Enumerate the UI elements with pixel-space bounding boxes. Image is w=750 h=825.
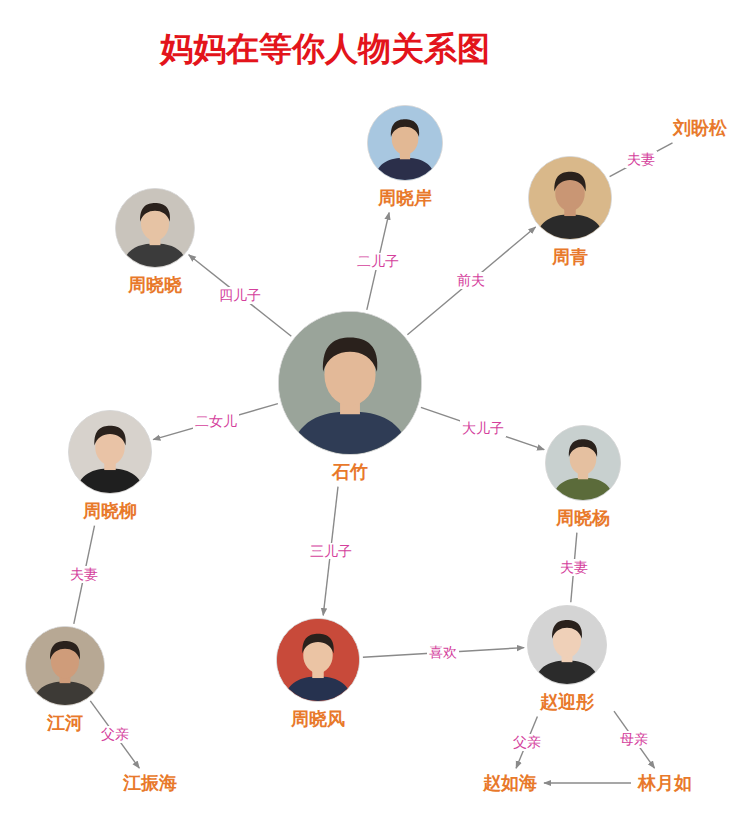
relation-label: 二女儿 [193,413,239,430]
person-name-node: 赵如海 [480,772,540,794]
portrait-ground [368,106,442,180]
person-node: 赵迎彤 [524,605,610,713]
portrait-hair [569,439,597,457]
relation-line [544,782,631,783]
relation-line [189,255,292,336]
person-name: 周青 [552,246,588,268]
person-node: 石竹 [275,311,425,483]
relation-label: 四儿子 [217,287,263,304]
portrait-circle [68,410,152,494]
portrait-ground [546,426,620,500]
relation-line [610,143,673,177]
portrait-figure [69,411,151,493]
relation-label: 前夫 [455,272,487,289]
portrait-figure [529,157,611,239]
person-name: 赵迎彤 [540,691,594,713]
person-name: 周晓晓 [128,274,182,296]
person-name: 周晓岸 [378,187,432,209]
portrait-figure [546,426,620,500]
portrait-circle [115,188,195,268]
person-node: 周晓杨 [542,425,624,529]
portrait-ground [279,312,421,454]
portrait-ground [69,411,151,493]
person-node: 周晓岸 [364,105,446,209]
portrait-shoulders [552,478,614,500]
portrait-ground [26,627,104,705]
portrait-hair [302,634,333,654]
portrait-hair [552,620,582,639]
person-name: 刘盼松 [673,117,727,139]
person-name-node: 刘盼松 [670,117,730,139]
relation-label: 喜欢 [427,644,459,661]
portrait-shoulders [284,676,353,701]
portrait-figure [279,312,421,454]
person-name: 赵如海 [483,772,537,794]
portrait-circle [367,105,443,181]
portrait-circle [276,618,360,702]
person-node: 周晓风 [273,618,363,730]
person-name: 石竹 [332,461,368,483]
portrait-ground [277,619,359,701]
portrait-shoulders [290,411,409,454]
person-name: 江河 [47,712,83,734]
portrait-hair [323,338,377,372]
portrait-hair [140,203,170,222]
person-name: 周晓柳 [83,500,137,522]
portrait-hair [391,119,419,137]
person-name: 林月如 [638,772,692,794]
relation-line [153,404,278,440]
person-name-node: 江振海 [120,772,180,794]
relation-label: 三儿子 [308,543,354,560]
person-name-node: 林月如 [635,772,695,794]
portrait-ground [116,189,194,267]
person-name: 周晓风 [291,708,345,730]
relation-line [421,407,544,449]
portrait-figure [116,189,194,267]
relation-line [614,711,655,768]
portrait-hair [554,172,585,192]
person-node: 周青 [525,156,615,268]
relation-label: 父亲 [511,734,543,751]
relation-label: 大儿子 [460,420,506,437]
relation-label: 夫妻 [558,559,590,576]
diagram-title: 妈妈在等你人物关系图 [0,30,650,68]
relation-label: 二儿子 [355,253,401,270]
portrait-shoulders [534,661,600,684]
person-node: 江河 [22,626,108,734]
relation-line [90,701,139,768]
portrait-circle [278,311,422,455]
portrait-shoulders [122,244,188,267]
person-name: 江振海 [123,772,177,794]
relation-label: 夫妻 [68,566,100,583]
person-node: 周晓柳 [65,410,155,522]
portrait-circle [545,425,621,501]
relation-line [407,227,535,335]
portrait-circle [528,156,612,240]
portrait-circle [25,626,105,706]
portrait-hair [94,426,125,446]
person-name: 周晓杨 [556,507,610,529]
portrait-circle [527,605,607,685]
relation-label: 夫妻 [625,151,657,168]
person-node: 周晓晓 [112,188,198,296]
portrait-shoulders [32,682,98,705]
relation-label: 母亲 [618,731,650,748]
portrait-shoulders [536,214,605,239]
portrait-shoulders [76,468,145,493]
portrait-hair [50,641,80,660]
relation-label: 父亲 [99,726,131,743]
portrait-figure [528,606,606,684]
portrait-figure [368,106,442,180]
portrait-figure [26,627,104,705]
portrait-figure [277,619,359,701]
portrait-ground [529,157,611,239]
portrait-shoulders [374,158,436,180]
portrait-ground [528,606,606,684]
